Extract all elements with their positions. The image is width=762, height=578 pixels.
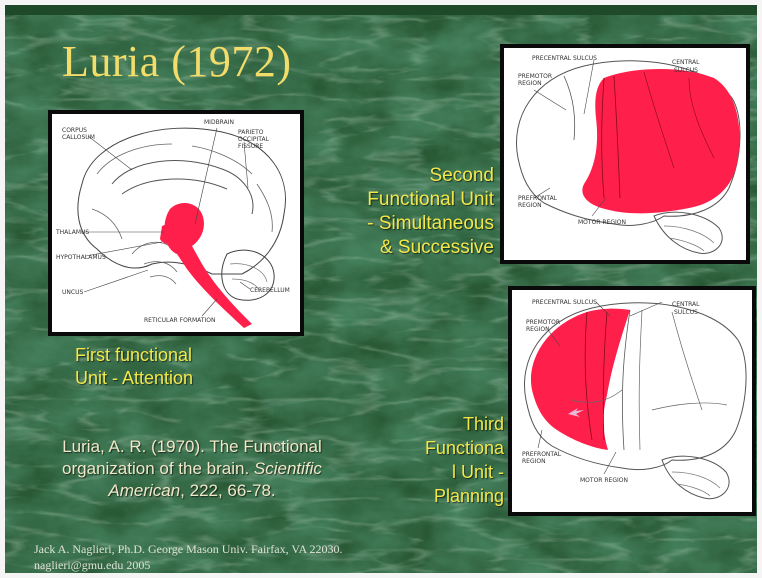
label-thalamus: THALAMUS	[55, 229, 89, 236]
second-unit-line-3: - Simultaneous	[274, 212, 494, 236]
first-unit-line-1: First functional	[75, 344, 305, 367]
third-label-prefrontal-1: PREFRONTAL	[522, 451, 562, 458]
label-reticular-formation: RETICULAR FORMATION	[144, 317, 215, 324]
third-label-central-1: CENTRAL	[672, 301, 700, 308]
citation-line-2-plain: organization of the brain.	[62, 459, 254, 478]
second-unit-label: Second Functional Unit - Simultaneous & …	[274, 164, 494, 260]
label-corpus: CORPUS	[62, 127, 87, 134]
brain-lateral-third-unit-figure: PRECENTRAL SULCUS CENTRAL SULCUS PREMOTO…	[508, 286, 756, 516]
citation-journal-1: Scientific	[254, 459, 322, 478]
citation-line-2: organization of the brain. Scientific	[14, 458, 370, 480]
third-label-premotor-2: REGION	[526, 326, 550, 333]
brain-lateral-second-unit-figure: PRECENTRAL SULCUS CENTRAL SULCUS PREMOTO…	[500, 44, 750, 264]
first-unit-line-2: Unit - Attention	[75, 367, 305, 390]
slide-title: Luria (1972)	[62, 36, 292, 87]
citation-volume-pages: , 222, 66-78.	[180, 481, 275, 500]
brain-midsagittal-drawing: CORPUS CALLOSUM MIDBRAIN PARIETO OCCIPIT…	[52, 114, 300, 332]
second-unit-line-1: Second	[274, 164, 494, 188]
citation-journal-2: American	[108, 481, 180, 500]
second-unit-line-4: & Successive	[274, 236, 494, 260]
second-unit-line-2: Functional Unit	[274, 188, 494, 212]
second-label-precentral: PRECENTRAL SULCUS	[532, 55, 597, 62]
second-label-premotor-1: PREMOTOR	[518, 73, 552, 80]
third-unit-line-4: Planning	[384, 484, 504, 508]
second-label-prefrontal-2: REGION	[518, 202, 542, 209]
third-unit-line-1: Third	[384, 412, 504, 436]
third-label-prefrontal-2: REGION	[522, 458, 546, 465]
third-label-central-2: SULCUS	[674, 309, 698, 316]
second-label-prefrontal-1: PREFRONTAL	[518, 195, 558, 202]
footer-email: naglieri@gmu.edu 2005	[34, 558, 150, 573]
first-unit-label: First functional Unit - Attention	[75, 344, 305, 390]
third-label-premotor-1: PREMOTOR	[526, 319, 560, 326]
second-label-central-1: CENTRAL	[672, 59, 700, 66]
label-hypothalamus: HYPOTHALAMUS	[56, 254, 106, 261]
third-label-precentral: PRECENTRAL SULCUS	[532, 299, 597, 306]
brain-third-unit-drawing: PRECENTRAL SULCUS CENTRAL SULCUS PREMOTO…	[512, 290, 752, 512]
third-unit-line-2: Functiona	[384, 436, 504, 460]
third-unit-label: Third Functiona l Unit - Planning	[384, 412, 504, 508]
citation: Luria, A. R. (1970). The Functional orga…	[14, 436, 370, 502]
second-label-motor: MOTOR REGION	[578, 219, 626, 226]
brain-second-unit-drawing: PRECENTRAL SULCUS CENTRAL SULCUS PREMOTO…	[504, 48, 746, 260]
brain-midsagittal-figure: CORPUS CALLOSUM MIDBRAIN PARIETO OCCIPIT…	[48, 110, 304, 336]
third-label-motor: MOTOR REGION	[580, 477, 628, 484]
citation-line-1: Luria, A. R. (1970). The Functional	[14, 436, 370, 458]
label-cerebellum: CEREBELLUM	[250, 287, 290, 294]
label-occipital: OCCIPITAL	[238, 136, 270, 143]
footer-author: Jack A. Naglieri, Ph.D. George Mason Uni…	[34, 542, 343, 557]
third-unit-line-3: l Unit -	[384, 460, 504, 484]
label-parieto: PARIETO	[238, 129, 264, 136]
label-uncus: UNCUS	[62, 289, 83, 296]
label-callosum: CALLOSUM	[62, 134, 95, 141]
citation-line-3: American, 222, 66-78.	[14, 480, 370, 502]
label-fissure: FISSURE	[238, 143, 263, 150]
second-label-premotor-2: REGION	[518, 80, 542, 87]
second-label-central-2: SULCUS	[674, 67, 698, 74]
label-midbrain: MIDBRAIN	[204, 119, 234, 126]
